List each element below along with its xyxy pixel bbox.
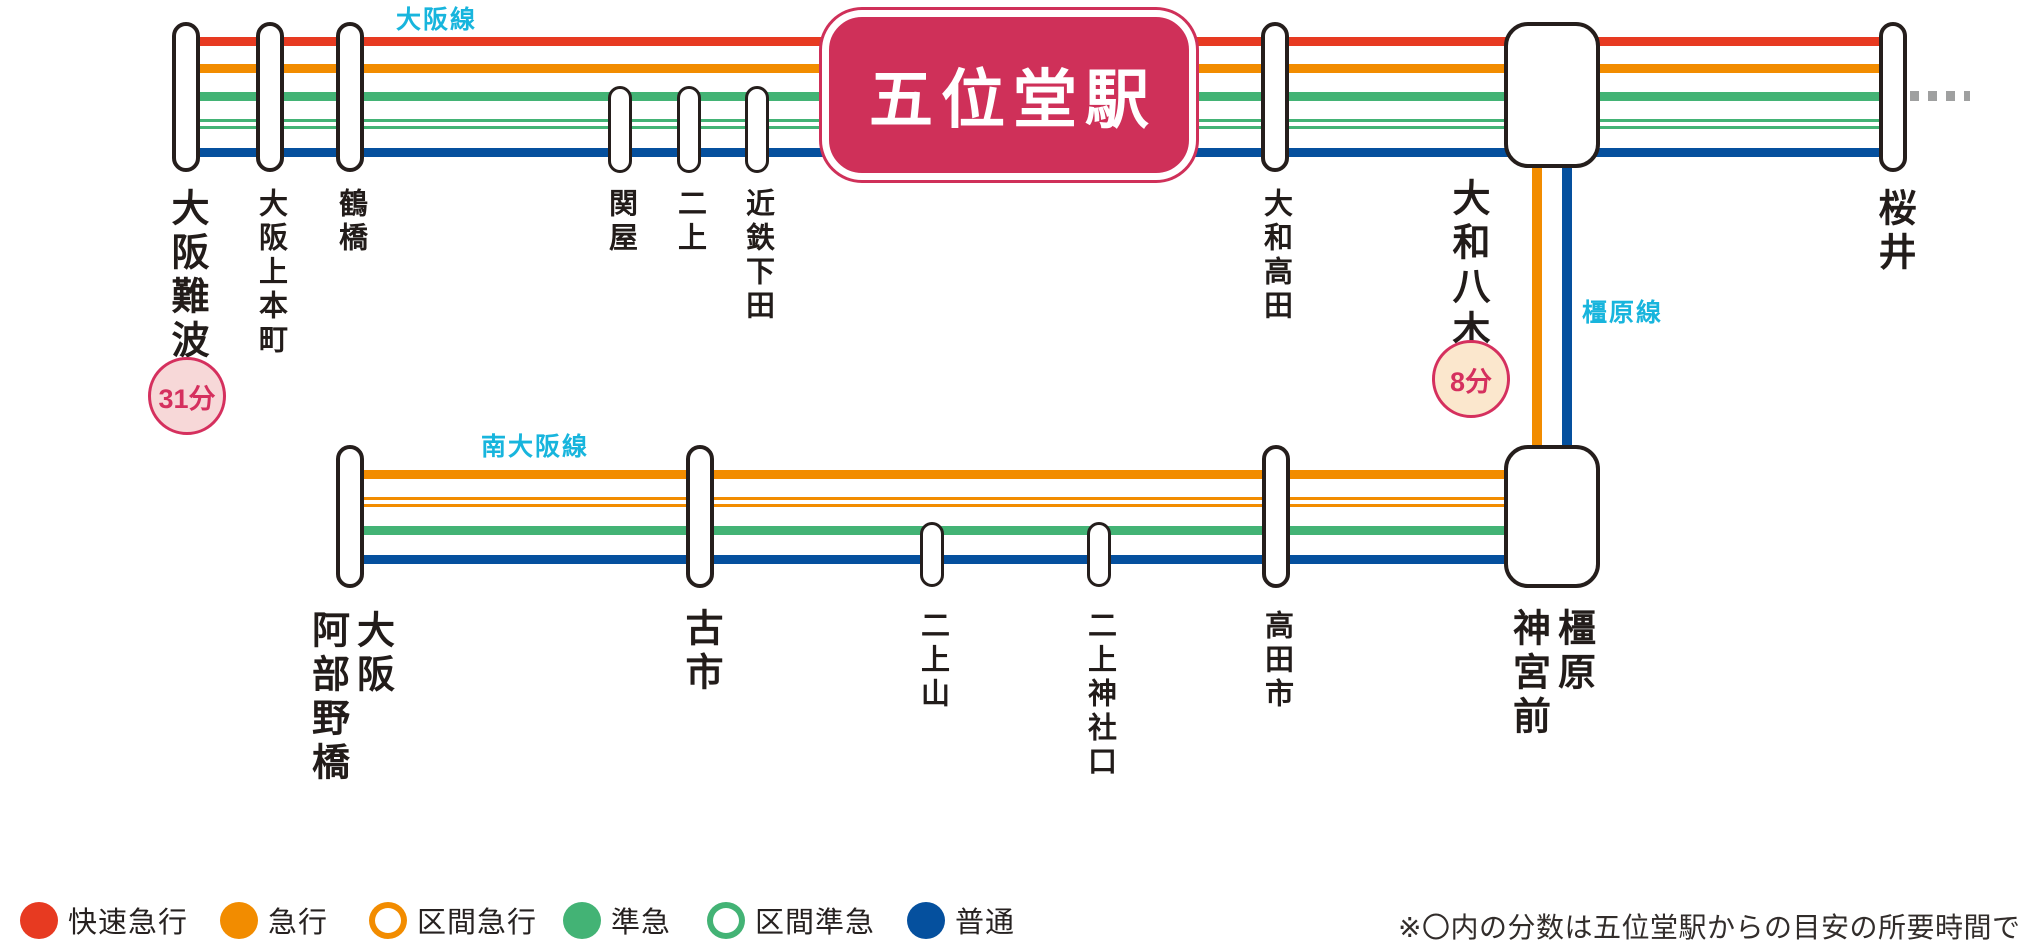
station-marker-nijo [677,86,701,173]
legend-label: 区間準急 [755,907,876,939]
osaka-line-label: 大阪線 [396,6,478,34]
station-name-nijozan: 二上山 [916,610,949,712]
station-name-takadashi: 高田市 [1260,610,1293,712]
legend-item-local: 普通 [907,899,1015,940]
suburban-semi-express-swatch-icon [707,901,745,939]
station-name-yamato-yagi: 大和八木 [1446,178,1488,354]
time-badge-label: 31分 [158,383,216,414]
station-name-col-left: 阿部野橋 [305,610,348,786]
station-name-furuichi: 古市 [679,608,721,696]
station-marker-nijozan [920,522,944,587]
station-marker-kintetsu-shimoda [745,86,769,173]
station-marker-osaka-namba [172,22,200,172]
station-marker-osaka-abenobashi [336,445,364,588]
station-marker-sakurai [1879,22,1907,172]
legend-item-suburban-semi-express: 区間準急 [707,899,875,940]
station-marker-kashiharajingu-mae [1504,445,1600,588]
station-marker-tsuruhashi [336,22,364,172]
station-name-osaka-uehommachi: 大阪上本町 [254,188,287,358]
station-name-col-right: 橿原 [1551,608,1594,696]
minami-osaka-local-line [345,555,1555,564]
goido-station-badge-label: 五位堂駅 [869,64,1157,136]
minami-osaka-semi-express-line [345,526,1555,535]
legend-label: 快速急行 [68,907,189,939]
station-marker-osaka-uehommachi [256,22,284,172]
kashihara-line-local-line [1562,164,1572,449]
station-name-nijo: 二上 [673,188,706,256]
station-name-osaka-abenobashi: 阿部野橋 大阪 [305,610,393,786]
kashihara-line-express-line [1532,164,1542,449]
station-name-sekiya: 関屋 [604,188,637,256]
station-name-col-right: 大阪 [350,610,393,698]
station-name-kintetsu-shimoda: 近鉄下田 [741,188,774,324]
kashihara-line-label: 橿原線 [1582,299,1664,327]
station-marker-nijo-jinjaguchi [1087,522,1111,587]
semi-express-swatch-icon [563,901,601,939]
legend-label: 区間急行 [417,907,538,939]
station-name-tsuruhashi: 鶴橋 [334,188,367,256]
legend-item-semi-express: 準急 [563,899,671,940]
travel-time-footnote: ※〇内の分数は五位堂駅からの目安の所要時間です。 [1398,912,2020,940]
rapid-express-swatch-icon [20,901,58,939]
legend-label: 準急 [611,907,672,939]
suburban-express-swatch-icon [369,901,407,939]
minami-osaka-line-label: 南大阪線 [481,433,590,461]
legend-item-suburban-express: 区間急行 [369,899,537,940]
station-marker-sekiya [608,86,632,173]
legend-label: 普通 [955,907,1016,939]
time-badge-osaka-namba: 31分 [148,357,226,435]
goido-station-badge: 五位堂駅 [822,10,1196,180]
line-continues-dashes [1910,91,1970,101]
station-marker-yamato-takada [1261,22,1289,172]
legend-item-rapid-express: 快速急行 [20,899,188,940]
station-marker-yamato-yagi [1504,22,1600,168]
station-name-yamato-takada: 大和高田 [1259,188,1292,324]
legend-item-express: 急行 [220,899,328,940]
station-name-sakurai: 桜井 [1872,188,1914,276]
station-marker-furuichi [686,445,714,588]
local-swatch-icon [907,901,945,939]
station-name-nijo-jinjaguchi: 二上神社口 [1083,610,1116,780]
time-badge-label: 8分 [1449,366,1493,397]
time-badge-yamato-yagi: 8分 [1432,340,1510,418]
station-name-osaka-namba: 大阪難波 [165,188,207,364]
station-name-kashiharajingu-mae: 神宮前 橿原 [1506,608,1594,740]
express-swatch-icon [220,901,258,939]
minami-osaka-express-line [345,470,1555,479]
station-name-col-left: 神宮前 [1506,608,1549,740]
station-marker-takadashi [1262,445,1290,588]
minami-osaka-suburban-express-line [345,497,1555,507]
legend-label: 急行 [268,907,329,939]
